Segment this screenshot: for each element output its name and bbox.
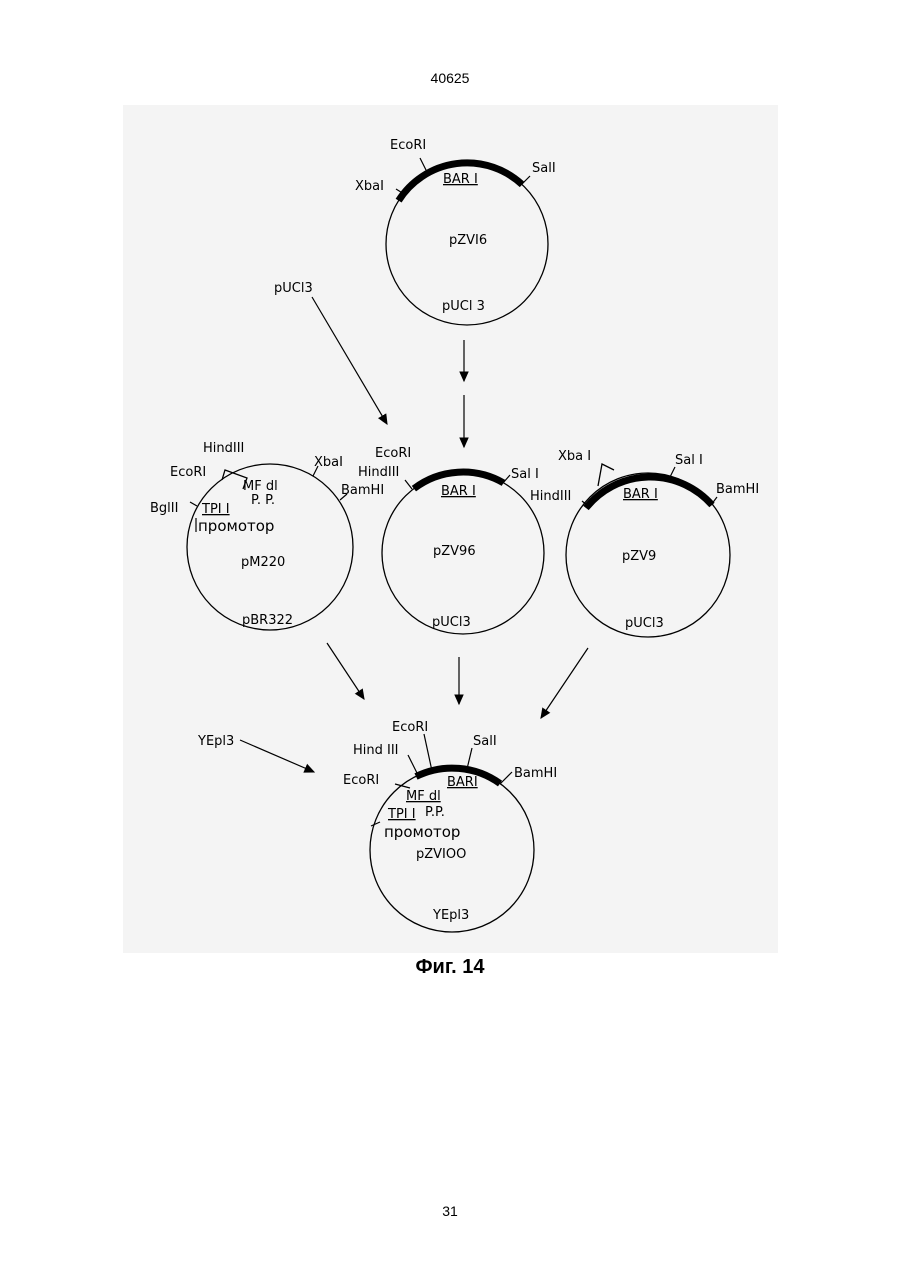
- site-hindiii-label: HindIII: [203, 441, 244, 456]
- promoter-label: промотор: [384, 823, 460, 841]
- figure-caption: Фиг. 14: [0, 956, 900, 979]
- plasmid-pzv9: Xba I Sal I HindIII BamHI BAR I pZV9 pUC…: [530, 449, 759, 637]
- site-xbai-label: XbaI: [314, 455, 343, 470]
- plasmid-pzv96-backbone: pUCl3: [432, 615, 471, 630]
- tick-hindiii: [408, 755, 418, 775]
- gene-bar1-label: BAR I: [623, 487, 658, 502]
- site-sali-label: SalI: [473, 734, 497, 749]
- gene-bar1-label: BAR I: [443, 172, 478, 187]
- site-hindiii-label: Hind III: [353, 743, 399, 758]
- site-ecori-label: EcoRI: [390, 138, 426, 153]
- plasmid-pzv96: EcoRI HindIII Sal I BAR I pZV96 pUCl3: [358, 446, 544, 634]
- tick-bglii: [190, 502, 197, 506]
- site-ecori-top-label: EcoRI: [392, 720, 428, 735]
- site-xbai-label: XbaI: [355, 179, 384, 194]
- site-bamhi-label: BamHI: [716, 482, 759, 497]
- tick-promoter: [371, 822, 380, 826]
- tpi-label: TPI I: [387, 807, 416, 822]
- pp-label: P. P.: [251, 493, 275, 508]
- plasmid-pzv16-backbone: pUCl 3: [442, 299, 485, 314]
- tpi-label: TPI I: [201, 502, 230, 517]
- site-sali-label: Sal I: [511, 467, 539, 482]
- tick-sali: [503, 475, 510, 483]
- arrow-puc13-to-pzv96: [312, 297, 387, 424]
- site-hindiii-label: HindIII: [530, 489, 571, 504]
- plasmid-pzv96-name: pZV96: [433, 544, 476, 559]
- site-bglii-label: BglII: [150, 501, 178, 516]
- input-yep13-label: YEpl3: [197, 734, 234, 749]
- site-ecori-label: EcoRI: [170, 465, 206, 480]
- mf-label: MF dl: [243, 479, 278, 494]
- site-sali-label: Sal I: [675, 453, 703, 468]
- mf-label: MF dl: [406, 789, 441, 804]
- plasmid-pzv9-name: pZV9: [622, 549, 656, 564]
- tick-bamhi: [500, 772, 512, 784]
- gene-bar1-label: BARI: [447, 775, 478, 790]
- arrow-pm220-to-pzv100: [327, 643, 364, 699]
- arrow-yep13-to-pzv100: [240, 740, 314, 772]
- tick-hindiii: [405, 480, 412, 489]
- plasmid-pzv16-name: pZVI6: [449, 233, 487, 248]
- plasmid-pm220-backbone: pBR322: [242, 613, 293, 628]
- tick-ecori-top: [424, 734, 432, 771]
- page-number-bottom: 31: [0, 1203, 900, 1219]
- tick-sali: [670, 467, 675, 477]
- plasmid-pzv100-name: pZVIOO: [416, 847, 466, 862]
- site-ecori-label: EcoRI: [375, 446, 411, 461]
- pp-label: P.P.: [425, 805, 445, 820]
- site-bamhi-label: BamHI: [514, 766, 557, 781]
- promoter-label: промотор: [198, 517, 274, 535]
- tick-sali: [467, 748, 472, 769]
- tick-ecori: [420, 158, 427, 172]
- plasmid-pm220-name: pM220: [241, 555, 285, 570]
- site-bamhi-label: BamHI: [341, 483, 384, 498]
- plasmid-pzv16: EcoRI XbaI SalI BAR I pZVI6 pUCl 3: [355, 138, 556, 325]
- site-ecori-left-label: EcoRI: [343, 773, 379, 788]
- plasmid-pzv100-backbone: YEpl3: [432, 908, 469, 923]
- arrow-pzv9-to-pzv100: [541, 648, 588, 718]
- plasmid-pzv100: EcoRI Hind III EcoRI SalI BamHI BARI MF …: [343, 720, 557, 932]
- site-sali-label: SalI: [532, 161, 556, 176]
- plasmid-pzv9-backbone: pUCl3: [625, 616, 664, 631]
- tick-sali: [522, 176, 530, 184]
- gene-bar1-label: BAR I: [441, 484, 476, 499]
- input-puc13-label: pUCl3: [274, 281, 313, 296]
- site-xbai-label: Xba I: [558, 449, 591, 464]
- site-hindiii-label: HindIII: [358, 465, 399, 480]
- plasmid-pm220: HindIII EcoRI BglII XbaI BamHI MF dl P. …: [150, 441, 384, 630]
